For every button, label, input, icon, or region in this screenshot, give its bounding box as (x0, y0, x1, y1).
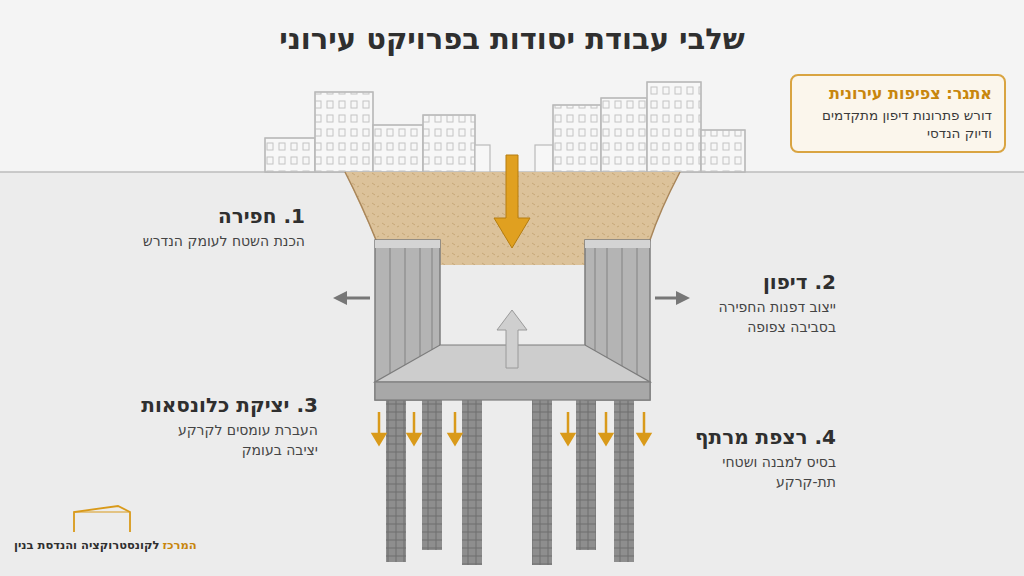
step-title: 4. רצפת מרתף (636, 423, 836, 451)
step-title: 1. חפירה (105, 202, 305, 230)
callout-box: אתגר: צפיפות עירונית דורש פתרונות דיפון מ… (790, 74, 1006, 153)
logo-text: המרכזלקונסטרוקציה והנדסת בנין (14, 538, 197, 552)
step-description: הכנת השטח לעומק הנדרש (85, 232, 305, 252)
callout-heading: אתגר: צפיפות עירונית (804, 84, 992, 103)
step-title: 3. יציקת כלונסאות (78, 391, 318, 419)
step-description: בסיס למבנה ושטחי תת-קרקע (711, 453, 836, 492)
step-title: 2. דיפון (636, 268, 836, 296)
logo-brand: המרכז (162, 538, 196, 552)
step-description: ייצוב דפנות החפירה בסביבה צפופה (686, 298, 836, 337)
callout-body: דורש פתרונות דיפון מתקדמים ודיוק הנדסי (804, 106, 992, 142)
diagram-title: שלבי עבודת יסודות בפרויקט עירוני (0, 22, 1024, 56)
logo-subtitle: לקונסטרוקציה והנדסת בנין (14, 538, 159, 552)
step-description: העברת עומסים לקרקע יציבה בעומק (153, 421, 318, 460)
